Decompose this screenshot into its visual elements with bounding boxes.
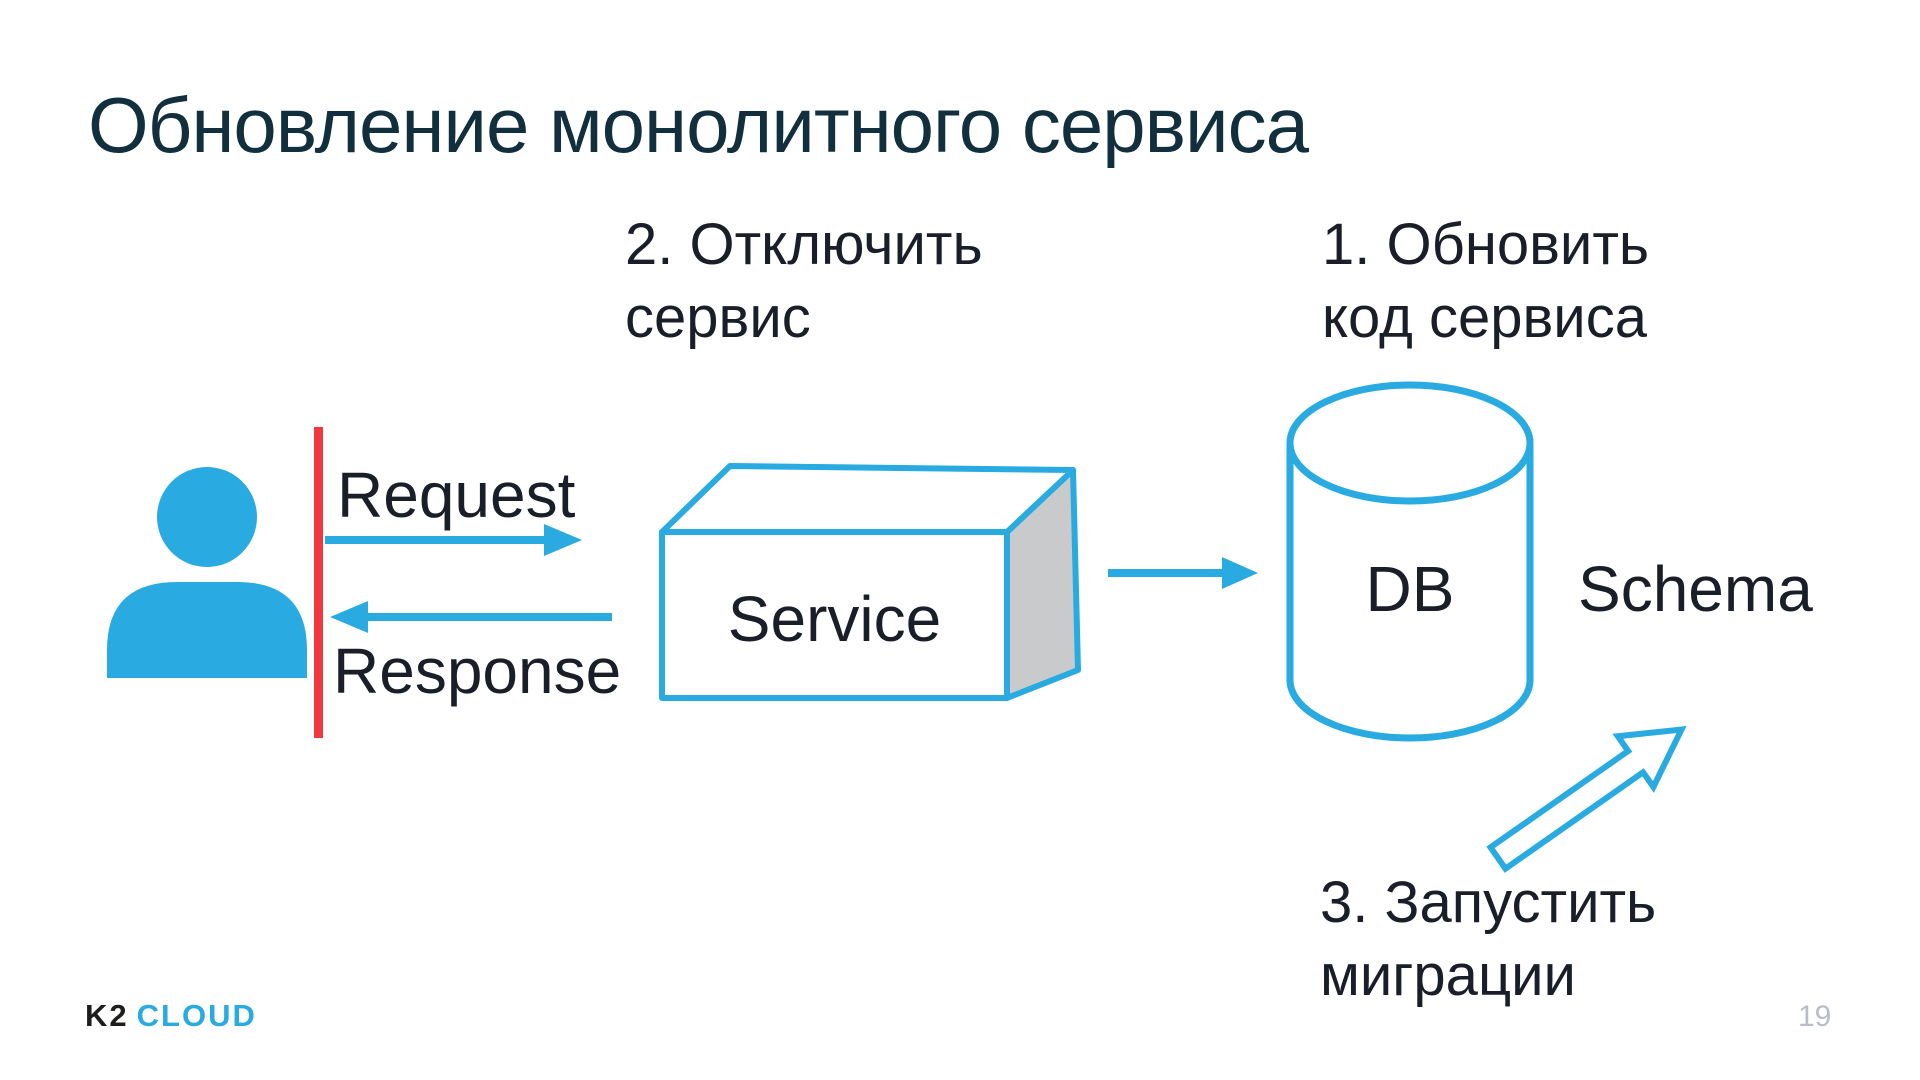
- step1-label: 1. Обновить код сервиса: [1322, 208, 1649, 354]
- user-icon: [107, 467, 307, 678]
- service-label: Service: [727, 583, 942, 655]
- step2-line1: 2. Отключить: [625, 212, 983, 277]
- up-right-outline-arrow-icon: [1486, 725, 1687, 873]
- logo-k2-text: K2: [85, 998, 129, 1033]
- step3-label: 3. Запустить миграции: [1320, 866, 1656, 1012]
- logo-cloud-text: CLOUD: [136, 998, 257, 1033]
- schema-label: Schema: [1578, 553, 1813, 625]
- right-arrow-icon: [325, 524, 582, 556]
- db-label: DB: [1365, 553, 1455, 625]
- step3-line1: 3. Запустить: [1320, 870, 1657, 935]
- page-number: 19: [1798, 1000, 1832, 1033]
- step3-line2: миграции: [1320, 943, 1576, 1008]
- request-label: Request: [337, 459, 576, 531]
- step1-line2: код сервиса: [1322, 285, 1647, 350]
- barrier-line: [314, 427, 323, 738]
- database-cylinder: [1286, 381, 1534, 742]
- response-label: Response: [333, 635, 622, 707]
- service-box: [659, 463, 1081, 701]
- right-arrow-icon: [1108, 557, 1258, 589]
- step2-label: 2. Отключить сервис: [625, 208, 983, 354]
- step2-line2: сервис: [625, 285, 811, 350]
- left-arrow-icon: [330, 601, 612, 633]
- step1-line1: 1. Обновить: [1322, 212, 1650, 277]
- slide-title: Обновление монолитного сервиса: [88, 81, 1309, 169]
